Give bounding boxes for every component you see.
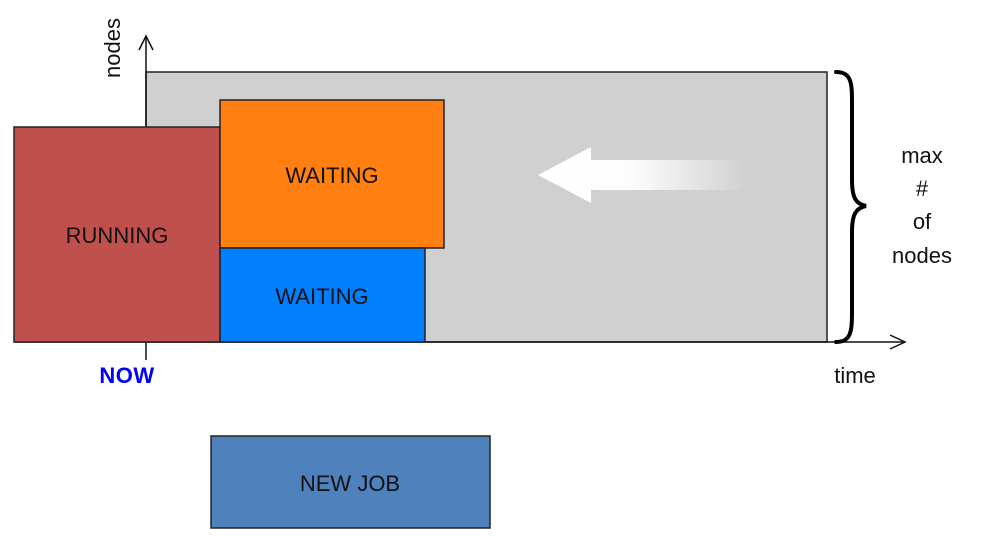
max-nodes-label-line3: of: [913, 209, 932, 234]
waiting-job-top-box: WAITING: [219, 99, 445, 249]
new-job-box: NEW JOB: [210, 435, 491, 529]
arrow-left-icon: [538, 147, 748, 203]
running-job-label: RUNNING: [66, 223, 169, 248]
curly-brace-icon: [834, 70, 867, 344]
now-marker-label: NOW: [99, 363, 154, 388]
new-job-label: NEW JOB: [300, 471, 400, 496]
waiting-job-bottom-label: WAITING: [275, 284, 368, 309]
running-job-box: RUNNING: [13, 126, 221, 343]
waiting-job-top-label: WAITING: [285, 163, 378, 188]
max-nodes-label-line4: nodes: [892, 243, 952, 268]
y-axis-label: nodes: [100, 18, 125, 78]
max-nodes-label-line1: max: [901, 143, 943, 168]
max-nodes-label-line2: #: [916, 176, 929, 201]
x-axis-label: time: [834, 363, 876, 388]
waiting-job-bottom-box: WAITING: [219, 247, 426, 343]
max-nodes-label: max # of nodes: [892, 143, 952, 268]
